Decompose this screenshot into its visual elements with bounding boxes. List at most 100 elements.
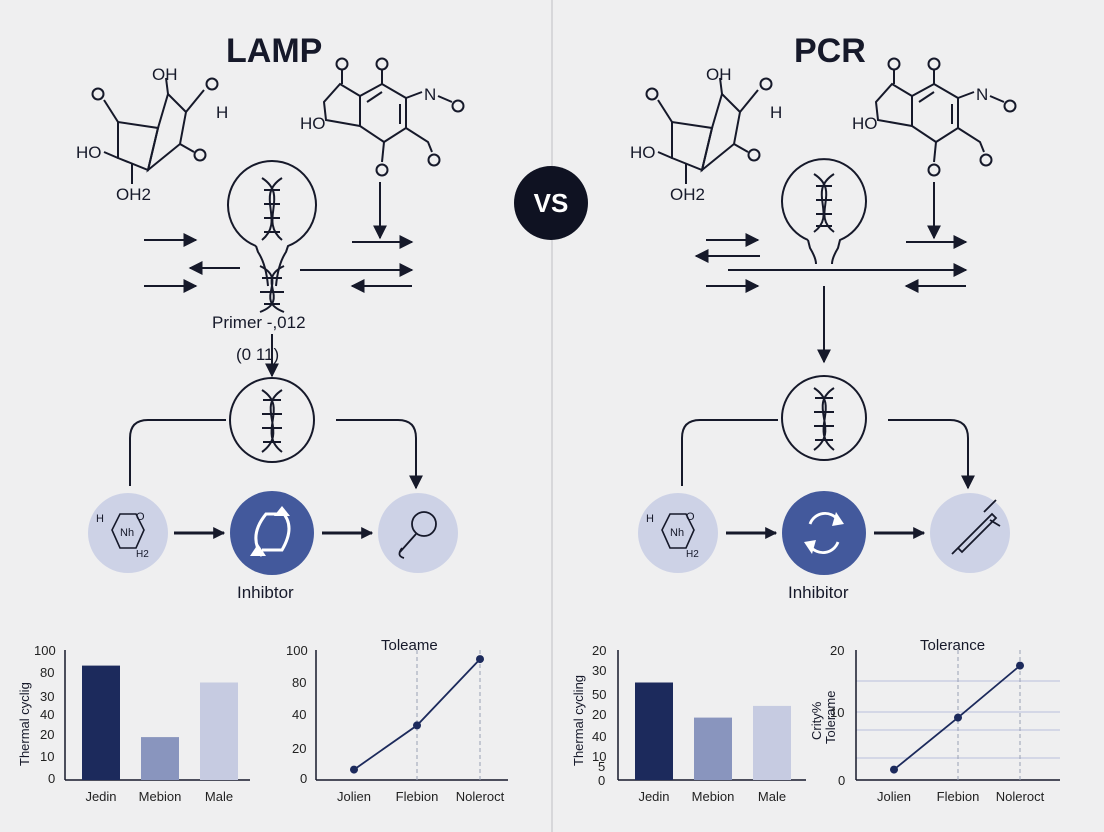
lamp-branch-left: [129, 419, 226, 486]
lamp-molecule-left: [91, 77, 219, 184]
bar: [635, 682, 673, 780]
pcr-mol-oh-top: OH: [706, 65, 732, 84]
lamp-small-mol-o: O: [136, 511, 145, 523]
pcr-panel: [638, 57, 1017, 575]
data-point: [350, 765, 358, 774]
lamp-small-mol-h: H: [96, 513, 104, 525]
pcr-molecule-left: [645, 77, 773, 184]
pcr-title: PCR: [794, 32, 866, 70]
lamp-dna-circle: [229, 377, 315, 463]
lamp-title: LAMP: [226, 32, 323, 70]
lamp-molecule-right: [322, 57, 465, 177]
pcr-line-title: Tolerance: [920, 637, 986, 654]
pcr-molecule-right: [874, 57, 1017, 177]
lamp-line-chart: [315, 650, 508, 781]
lamp-flow-arrows: [144, 233, 414, 378]
lamp-panel: [88, 57, 465, 575]
lamp-bar-ylabel: Thermal cyclig: [17, 682, 32, 766]
lamp-mol-right-ho: HO: [300, 114, 326, 133]
bar: [753, 705, 791, 780]
lamp-bar-chart: [64, 650, 250, 781]
pcr-small-mol-h2: H2: [686, 549, 699, 560]
bar: [82, 665, 120, 780]
lamp-mol-h: H: [216, 103, 229, 122]
x-category-label: Noleroct: [995, 789, 1045, 804]
y-tick: 40: [592, 729, 607, 744]
pcr-dna-circle: [781, 375, 867, 461]
pcr-branch-right: [888, 419, 975, 490]
pcr-inhibitor-label: Inhibitor: [788, 583, 849, 602]
x-category-label: Mebion: [691, 789, 735, 804]
y-tick: 20: [40, 727, 55, 742]
data-point: [476, 655, 484, 664]
y-tick: 80: [292, 675, 307, 690]
lamp-branch-right: [336, 419, 423, 490]
y-tick: 10: [40, 749, 55, 764]
x-category-label: Flebion: [936, 789, 980, 804]
pcr-small-mol-nh: Nh: [670, 527, 685, 539]
x-category-label: Jedin: [85, 789, 117, 804]
y-tick: 0: [838, 773, 846, 788]
lamp-mol-oh-top: OH: [152, 65, 178, 84]
bar: [694, 717, 732, 780]
x-category-label: Jolien: [337, 789, 371, 804]
data-point: [890, 765, 898, 774]
y-tick: 100: [286, 643, 308, 658]
y-tick: 20: [830, 643, 845, 658]
vs-badge: VS: [514, 166, 588, 240]
bar: [200, 682, 238, 780]
x-category-label: Male: [204, 789, 234, 804]
y-tick: 40: [40, 707, 55, 722]
pcr-small-mol-h: H: [646, 513, 654, 525]
y-tick: 80: [40, 665, 55, 680]
pcr-mol-right-n: N: [976, 85, 989, 104]
pcr-line-chart: [855, 650, 1060, 781]
lamp-step-molecule: [88, 493, 168, 573]
y-tick: 5: [598, 759, 606, 774]
y-tick: 20: [592, 707, 607, 722]
pcr-line-ylabel-2: Crity%: [809, 701, 824, 740]
y-tick: 50: [592, 687, 607, 702]
y-tick: 0: [48, 771, 56, 786]
pcr-mol-oh2: OH2: [670, 185, 705, 204]
y-tick: 100: [34, 643, 56, 658]
lamp-mol-ho: HO: [76, 143, 102, 162]
pcr-branch-left: [681, 419, 778, 486]
pcr-step-molecule: [638, 493, 718, 573]
pcr-bar-chart: [617, 650, 806, 781]
y-tick: 30: [592, 663, 607, 678]
x-category-label: Noleroct: [455, 789, 505, 804]
y-tick: 40: [292, 707, 307, 722]
y-tick: 20: [592, 643, 607, 658]
pcr-small-mol-o: O: [686, 511, 695, 523]
x-category-label: Jolien: [877, 789, 911, 804]
x-category-label: Flebion: [395, 789, 439, 804]
pcr-step-cycle-icon: [782, 491, 866, 575]
y-tick: 20: [292, 741, 307, 756]
x-category-label: Mebion: [138, 789, 182, 804]
pcr-flow-arrows: [694, 233, 968, 364]
lamp-small-mol-nh: Nh: [120, 527, 135, 539]
data-point: [954, 713, 962, 722]
y-tick: 0: [300, 771, 308, 786]
y-tick: 10: [830, 705, 845, 720]
lamp-dna-capsule: [227, 160, 317, 313]
lamp-line-title: Toleame: [381, 637, 438, 654]
data-point: [413, 721, 421, 730]
lamp-primer-label: Primer -,012: [212, 313, 306, 332]
y-tick: 30: [40, 689, 55, 704]
lamp-primer-range: (0 11): [236, 345, 280, 364]
lamp-mol-oh2: OH2: [116, 185, 151, 204]
pcr-bar-ylabel: Thermal cycling: [571, 674, 586, 766]
lamp-small-mol-h2: H2: [136, 549, 149, 560]
x-category-label: Jedin: [638, 789, 670, 804]
lamp-mol-right-n: N: [424, 85, 437, 104]
pcr-dna-capsule: [781, 158, 867, 265]
bar: [141, 737, 179, 780]
lamp-step-amplify-icon: [230, 491, 314, 575]
pcr-step-pipette-icon: [930, 493, 1010, 573]
y-tick: 0: [598, 773, 606, 788]
y-tick: 10: [592, 749, 607, 764]
